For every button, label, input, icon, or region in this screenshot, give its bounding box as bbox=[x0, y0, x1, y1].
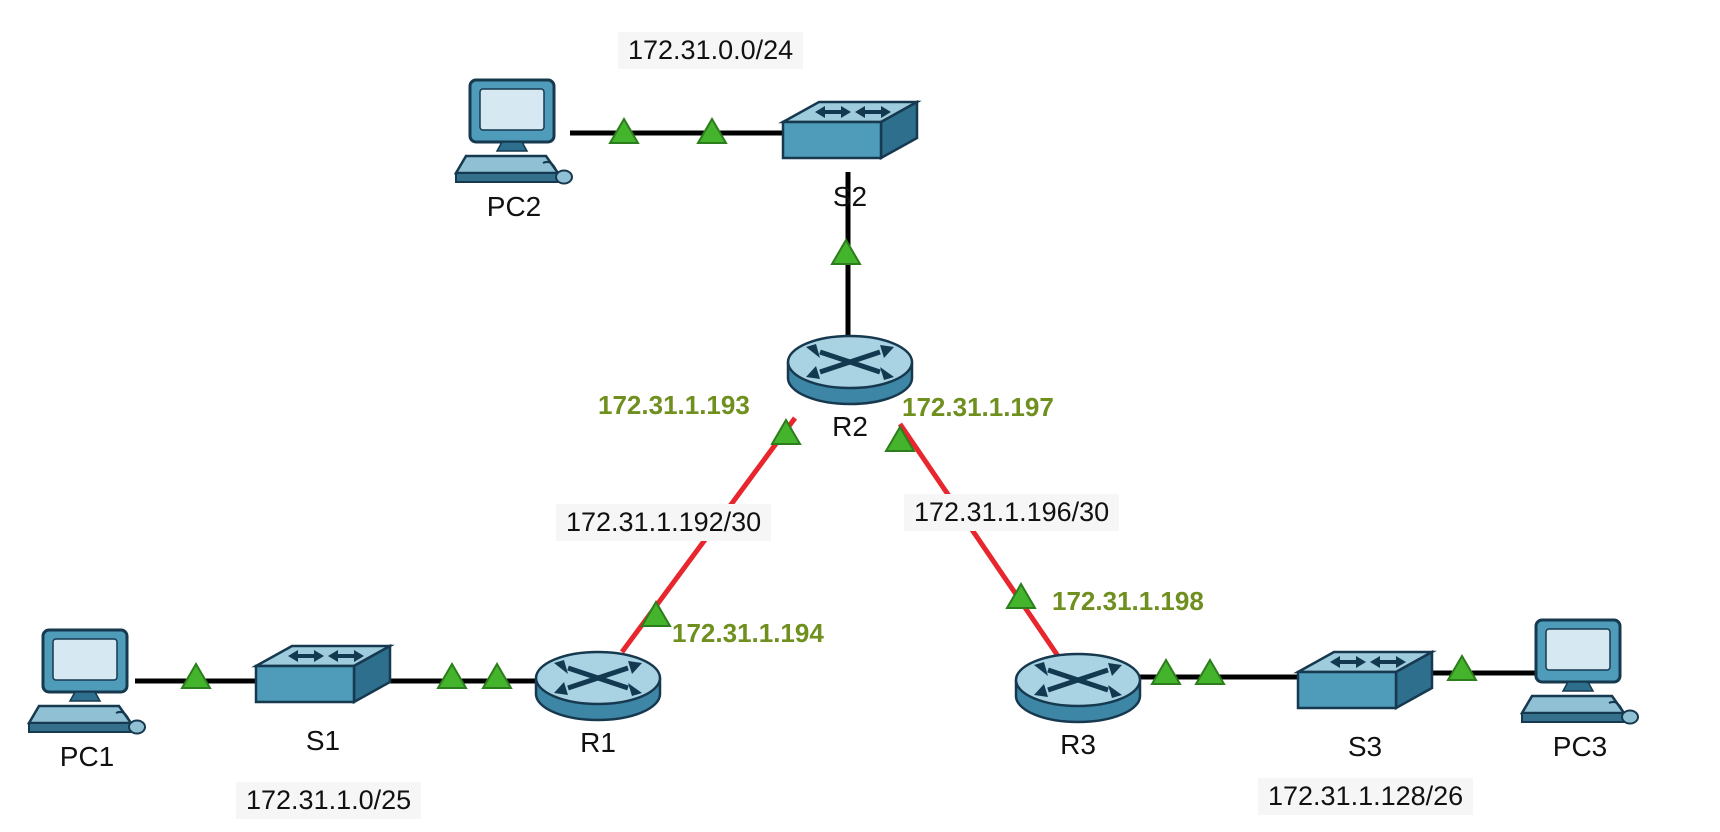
link-status-up-icon-r3-s3-b bbox=[1195, 659, 1225, 685]
link-status-up-icon-r3-s3-a bbox=[1151, 659, 1181, 685]
interface-ip-r3-to-r2: 172.31.1.198 bbox=[1052, 586, 1204, 616]
device-pc3[interactable]: PC3 bbox=[1518, 618, 1642, 763]
pc-icon bbox=[454, 78, 574, 185]
router-icon bbox=[528, 634, 668, 726]
device-r2[interactable]: R2 bbox=[780, 318, 920, 443]
pc-icon bbox=[27, 628, 147, 735]
device-label-s2: S2 bbox=[832, 181, 868, 212]
device-s3[interactable]: S3 bbox=[1290, 646, 1440, 763]
pc-icon bbox=[1520, 618, 1640, 725]
link-status-up-icon-r2-r1-near-r1 bbox=[641, 601, 671, 627]
network-label-lan-s1: 172.31.1.0/25 bbox=[236, 782, 422, 819]
switch-icon bbox=[254, 644, 392, 704]
device-label-r2: R2 bbox=[832, 411, 868, 442]
switch-icon bbox=[1296, 650, 1434, 710]
link-status-up-icon-pc2-s2-a bbox=[609, 118, 639, 144]
interface-ip-r1-to-r2: 172.31.1.194 bbox=[672, 618, 824, 648]
link-status-up-icon-pc2-s2-b bbox=[697, 118, 727, 144]
link-r2-r3-serial[interactable] bbox=[897, 422, 1061, 658]
router-icon bbox=[1008, 636, 1148, 728]
interface-ip-r2-to-r1: 172.31.1.193 bbox=[598, 390, 750, 420]
device-label-pc1: PC1 bbox=[59, 741, 115, 772]
device-s1[interactable]: S1 bbox=[248, 640, 398, 757]
link-status-up-icon-s2-r2 bbox=[831, 239, 861, 265]
switch-icon bbox=[781, 100, 919, 160]
network-label-lan-s2: 172.31.0.0/24 bbox=[618, 32, 804, 69]
router-icon bbox=[780, 318, 920, 410]
network-label-lan-s3: 172.31.1.128/26 bbox=[1258, 778, 1474, 815]
device-r1[interactable]: R1 bbox=[528, 634, 668, 759]
device-label-pc3: PC3 bbox=[1552, 731, 1608, 762]
link-status-up-icon-pc1-s1 bbox=[181, 663, 211, 689]
link-status-up-icon-s1-r1-b bbox=[482, 663, 512, 689]
link-status-up-icon-s3-pc3 bbox=[1447, 655, 1477, 681]
link-status-up-icon-r2-r3-near-r3 bbox=[1006, 583, 1036, 609]
device-label-pc2: PC2 bbox=[486, 191, 542, 222]
device-s2[interactable]: S2 bbox=[775, 96, 925, 213]
device-pc2[interactable]: PC2 bbox=[452, 78, 576, 223]
interface-ip-r2-to-r3: 172.31.1.197 bbox=[902, 392, 1054, 422]
device-pc1[interactable]: PC1 bbox=[25, 628, 149, 773]
device-label-r1: R1 bbox=[580, 727, 616, 758]
device-label-r3: R3 bbox=[1060, 729, 1096, 760]
link-status-up-icon-s1-r1-a bbox=[437, 663, 467, 689]
network-label-wan-r1-r2: 172.31.1.192/30 bbox=[556, 504, 772, 541]
network-label-wan-r2-r3: 172.31.1.196/30 bbox=[904, 494, 1120, 531]
device-r3[interactable]: R3 bbox=[1008, 636, 1148, 761]
device-label-s3: S3 bbox=[1347, 731, 1383, 762]
device-label-s1: S1 bbox=[305, 725, 341, 756]
